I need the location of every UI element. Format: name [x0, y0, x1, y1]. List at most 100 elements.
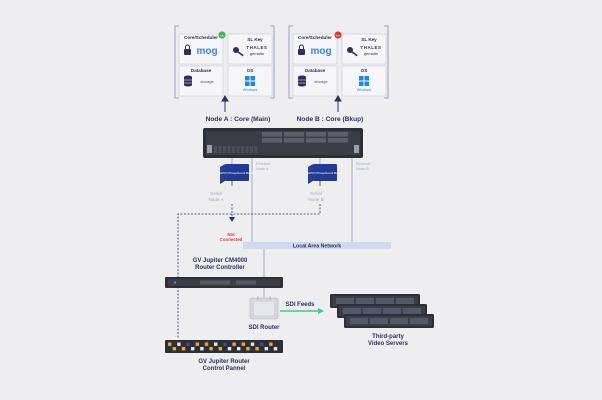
serial-a-line2: Node A [208, 197, 224, 202]
ethernet-b-line1: Ethernet [356, 162, 371, 166]
server-drive-bay [284, 132, 304, 137]
node-a-left-bracket [174, 25, 179, 99]
lan-label: Local Area Network [293, 243, 341, 249]
server-drive-bay [284, 138, 304, 143]
node-b-thales-logo: THALES [360, 45, 381, 50]
control-panel-button [191, 347, 195, 351]
node-a-windows-logo: Windows [243, 88, 258, 92]
video-server-drive-bay [336, 298, 354, 304]
server-vent [254, 146, 258, 153]
key-icon [233, 47, 244, 57]
video-server-2-front [339, 306, 425, 316]
sdi-router-face [254, 302, 274, 315]
node-a-db-box [178, 65, 224, 97]
server-vent [214, 146, 217, 153]
video-server-bays [336, 298, 428, 324]
control-panel-button [273, 347, 278, 351]
control-panel-button [168, 342, 172, 346]
video-server-1-front [332, 296, 418, 306]
control-panel-button [232, 342, 236, 346]
ethernet-a-line2: Node A [256, 167, 269, 171]
server-handle-right [354, 145, 359, 153]
node-b-mog-logo: mog [310, 46, 331, 57]
video-server-3-front [346, 316, 432, 326]
node-b-db-logo: storage [314, 79, 328, 84]
node-a-db-logo: storage [200, 79, 214, 84]
video-server-drive-bay [390, 318, 408, 324]
gpio-board-a-body [225, 164, 249, 181]
node-b-title: Node B : Core (Bkup) [297, 116, 364, 123]
control-panel-line2: Control Pannel [203, 366, 246, 372]
node-a-mog-logo: mog [196, 46, 217, 57]
control-panel-button [186, 342, 190, 346]
router-controller-line2: Router Controller [195, 265, 245, 271]
node-a-title: Node A : Core (Main) [206, 116, 271, 123]
serial-b-line2: Node B [308, 197, 323, 202]
control-panel-button [260, 342, 264, 346]
lan-bar [243, 242, 391, 249]
router-controller-line1: GV Jupiter CM4000 [193, 258, 248, 264]
node-b-group: Core/Scheduler err mog SL Key THALES gem… [288, 25, 389, 99]
serial-b-line1: Serial [310, 191, 322, 196]
video-servers [330, 294, 434, 328]
video-server-drive-bay [376, 298, 394, 304]
control-panel-button [195, 342, 199, 346]
control-panel-button [269, 342, 273, 346]
node-b-left-bracket [288, 25, 293, 99]
control-panel-button [223, 342, 227, 346]
server-handle-left [207, 145, 212, 153]
key-icon [347, 47, 358, 57]
database-icon [184, 75, 192, 87]
server-drive-bay [262, 138, 282, 143]
server-vent [241, 146, 244, 153]
ethernet-a-line1: Ethernet [256, 162, 271, 166]
serial-a-line1: Serial [210, 191, 222, 196]
sdi-feeds-label: SDI Feeds [285, 302, 315, 308]
control-panel-button [264, 347, 268, 351]
node-b-status-badge [334, 31, 342, 39]
node-b-core-label: Core/Scheduler [298, 35, 332, 40]
node-a-group: Core/Scheduler ok mog SL Key THALES gema… [174, 25, 275, 99]
not-connected-line2: Connected [220, 237, 243, 242]
control-panel-button [237, 347, 241, 351]
server-drive-bay [306, 138, 326, 143]
node-b-db-label: Database [305, 68, 326, 73]
serial-lines [177, 181, 321, 339]
video-server-drive-bay [403, 308, 421, 314]
node-a-core-label: Core/Scheduler [184, 35, 218, 40]
control-panel-button [218, 347, 222, 351]
node-arrows [221, 95, 342, 112]
serial-a-to-controller [177, 204, 233, 339]
video-server-drive-bay [410, 318, 428, 324]
node-a-status-text: ok [220, 34, 224, 38]
control-panel-chassis [165, 340, 283, 353]
control-panel-button [177, 342, 181, 346]
node-b-gemalto-logo: gemalto [364, 51, 379, 56]
server-vent [232, 146, 235, 153]
server-drive-bay [262, 132, 282, 137]
gpio-board-b-body [313, 164, 337, 181]
control-panel-buttons [168, 342, 278, 351]
control-panel-device [165, 340, 283, 353]
node-b-os-box [341, 65, 387, 97]
control-panel-button [246, 347, 250, 351]
video-server-drive-bay [350, 318, 368, 324]
server-vent [227, 146, 231, 153]
node-a-core-box [178, 33, 224, 65]
video-server-drive-bay [370, 318, 388, 324]
lock-icon [298, 44, 305, 55]
node-b-status-text: err [336, 34, 340, 38]
control-panel-button [227, 347, 232, 351]
server-drive-bay [328, 138, 348, 143]
gpio-board-a: GPIO Phosphorent Board [220, 164, 254, 184]
node-a-gemalto-logo: gemalto [250, 51, 265, 56]
controller-led [173, 281, 177, 284]
control-panel-line1: GV Jupiter Router [198, 359, 250, 365]
node-a-db-label: Database [191, 68, 212, 73]
